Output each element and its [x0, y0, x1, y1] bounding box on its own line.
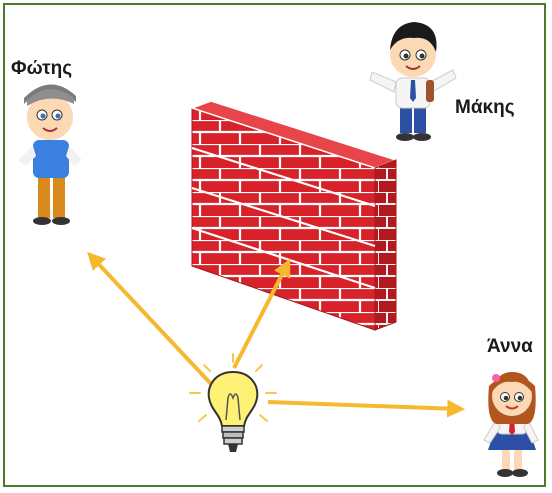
- boy-makis: [369, 22, 457, 141]
- label-anna: Άννα: [487, 336, 533, 357]
- label-fotis: Φώτης: [11, 58, 73, 79]
- arrow-to-fotis: [87, 251, 214, 387]
- girl-anna: [483, 372, 539, 477]
- label-makis: Μάκης: [455, 97, 515, 118]
- boy-fotis: [18, 84, 82, 225]
- arrow-to-anna: [267, 399, 466, 418]
- light-bulb-icon: [189, 353, 277, 452]
- arrow-to-wall: [232, 258, 291, 369]
- brick-wall: [189, 100, 399, 331]
- light-rays: [87, 251, 466, 418]
